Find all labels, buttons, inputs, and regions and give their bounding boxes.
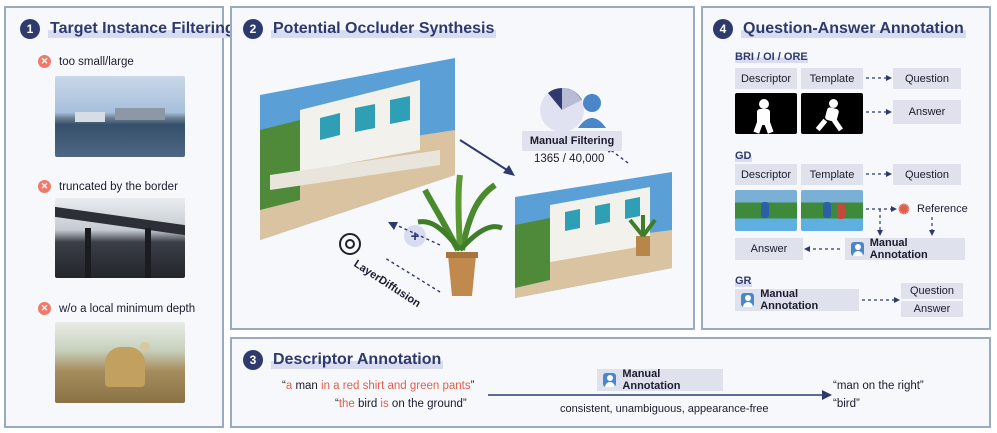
- panel2-title: 2 Potential Occluder Synthesis: [243, 19, 497, 39]
- answer-box: Answer: [893, 100, 961, 124]
- palm-plant-icon: [417, 174, 503, 296]
- removed-phrase: in a red shirt and green pants: [321, 380, 471, 392]
- manual-annotation-box: Manual Annotation: [597, 368, 723, 392]
- person-icon: [741, 293, 755, 307]
- manual-annotation-box: Manual Annotation: [845, 237, 965, 261]
- question-box: Question: [901, 283, 963, 299]
- filter-count: 1365 / 40,000: [534, 153, 605, 165]
- panel-title-text: Question-Answer Annotation: [741, 20, 966, 38]
- answer-box: Answer: [735, 238, 803, 260]
- descriptor-example-1: “a man in a red shirt and green pants”: [282, 380, 474, 392]
- silhouette-mask-1: [735, 93, 797, 134]
- photo-bridge: [55, 198, 185, 278]
- criterion-3: ✕ w/o a local minimum depth: [38, 302, 195, 315]
- gd-label: GD: [735, 150, 752, 162]
- manual-annotation-label: Manual Annotation: [869, 237, 928, 261]
- criterion-1: ✕ too small/large: [38, 55, 134, 68]
- runner-photo-2: [801, 190, 863, 231]
- person-icon: [603, 373, 617, 387]
- quote-open: “: [335, 398, 339, 410]
- kept-phrase: on the ground: [388, 398, 463, 410]
- manual-filtering-label: Manual Filtering: [522, 131, 622, 151]
- descriptor-box: Descriptor: [735, 68, 797, 89]
- template-box: Template: [801, 68, 863, 89]
- question-box: Question: [893, 68, 961, 89]
- person-icon: [851, 242, 864, 256]
- question-box: Question: [893, 164, 961, 185]
- criterion-text: w/o a local minimum depth: [59, 302, 196, 315]
- descriptor-box: Descriptor: [735, 164, 797, 185]
- bri-oi-ore-label: BRI / OI / ORE: [735, 51, 808, 63]
- panel-title-text: Target Instance Filtering: [48, 20, 237, 38]
- step-number: 1: [20, 19, 40, 39]
- quote-close: ”: [462, 398, 467, 410]
- criterion-text: too small/large: [59, 55, 134, 68]
- removed-word: a: [285, 380, 293, 392]
- panel-title-text: Potential Occluder Synthesis: [271, 20, 497, 38]
- photo-harbor: [55, 76, 185, 157]
- descriptor-output-1: “man on the right”: [833, 380, 924, 392]
- kept-word: bird: [354, 398, 381, 410]
- panel3-title: 3 Descriptor Annotation: [243, 350, 444, 370]
- step-number: 4: [713, 19, 733, 39]
- kept-word: man: [292, 380, 322, 392]
- manual-annotation-label: Manual Annotation: [760, 288, 819, 312]
- runner-photo-1: [735, 190, 797, 231]
- reference-label: Reference: [917, 203, 968, 215]
- removed-word: is: [380, 398, 389, 410]
- manual-annotation-label: Manual Annotation: [622, 368, 681, 392]
- criterion-text: truncated by the border: [59, 180, 178, 193]
- panel4-title: 4 Question-Answer Annotation: [713, 19, 966, 39]
- silhouette-mask-2: [801, 93, 863, 134]
- answer-box: Answer: [901, 301, 963, 317]
- removed-word: the: [338, 398, 355, 410]
- panel-title-text: Descriptor Annotation: [271, 351, 444, 369]
- x-icon: ✕: [38, 180, 51, 193]
- reference-star-icon: ✺: [898, 201, 910, 217]
- step-number: 2: [243, 19, 263, 39]
- gr-label: GR: [735, 275, 752, 287]
- svg-text:+: +: [411, 228, 420, 245]
- quote-open: “: [282, 380, 286, 392]
- scene-composite: [515, 172, 672, 298]
- x-icon: ✕: [38, 55, 51, 68]
- panel1-title: 1 Target Instance Filtering: [20, 19, 237, 39]
- manual-filtering-icon: [540, 87, 606, 132]
- step-number: 3: [243, 350, 263, 370]
- descriptor-output-2: “bird”: [833, 398, 860, 410]
- photo-farmer: [55, 322, 185, 403]
- manual-annotation-box: Manual Annotation: [735, 288, 859, 312]
- scene-original: [260, 58, 455, 240]
- criterion-2: ✕ truncated by the border: [38, 180, 178, 193]
- x-icon: ✕: [38, 302, 51, 315]
- descriptor-criteria: consistent, unambiguous, appearance-free: [560, 403, 769, 415]
- quote-close: ”: [470, 380, 475, 392]
- descriptor-example-2: “the bird is on the ground”: [335, 398, 467, 410]
- template-box: Template: [801, 164, 863, 185]
